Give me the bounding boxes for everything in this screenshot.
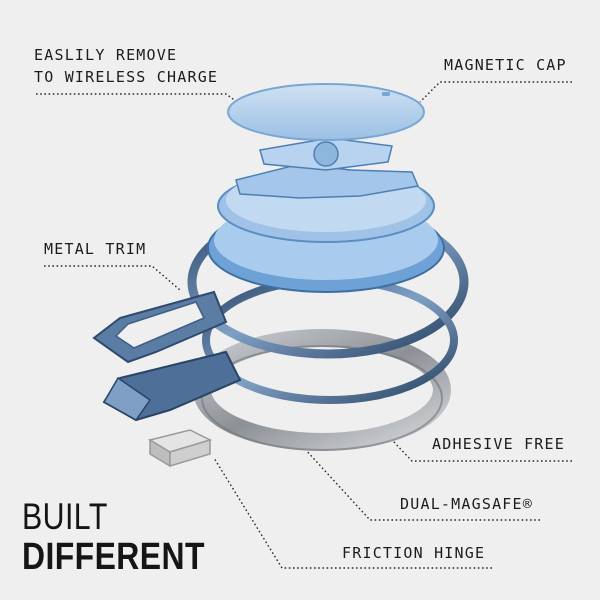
leader-metal-trim — [44, 265, 181, 291]
label-adhesive-free: ADHESIVE FREE — [432, 435, 565, 453]
label-metal-trim: METAL TRIM — [44, 240, 147, 258]
internal-mechanism — [235, 137, 420, 199]
label-friction-hinge: FRICTION HINGE — [342, 544, 486, 562]
label-easily-remove: EASLILY REMOVE TO WIRELESS CHARGE — [34, 44, 218, 88]
headline-different: DIFFERENT — [22, 536, 205, 578]
leader-friction-hinge — [213, 457, 492, 569]
label-easily-line2: TO WIRELESS CHARGE — [34, 68, 219, 86]
label-dual-magsafe: DUAL-MAGSAFE® — [400, 495, 533, 513]
headline-built: BUILT — [22, 496, 108, 537]
leader-magnetic-cap — [419, 81, 572, 103]
magnetic-cap — [227, 83, 425, 141]
leader-lines — [36, 81, 572, 569]
friction-hinge-block — [148, 429, 213, 468]
label-magnetic-cap: MAGNETIC CAP — [444, 56, 567, 74]
leader-easily-remove — [36, 93, 241, 105]
label-easily-line1: EASLILY REMOVE — [34, 46, 178, 64]
leader-adhesive-free — [391, 439, 572, 462]
